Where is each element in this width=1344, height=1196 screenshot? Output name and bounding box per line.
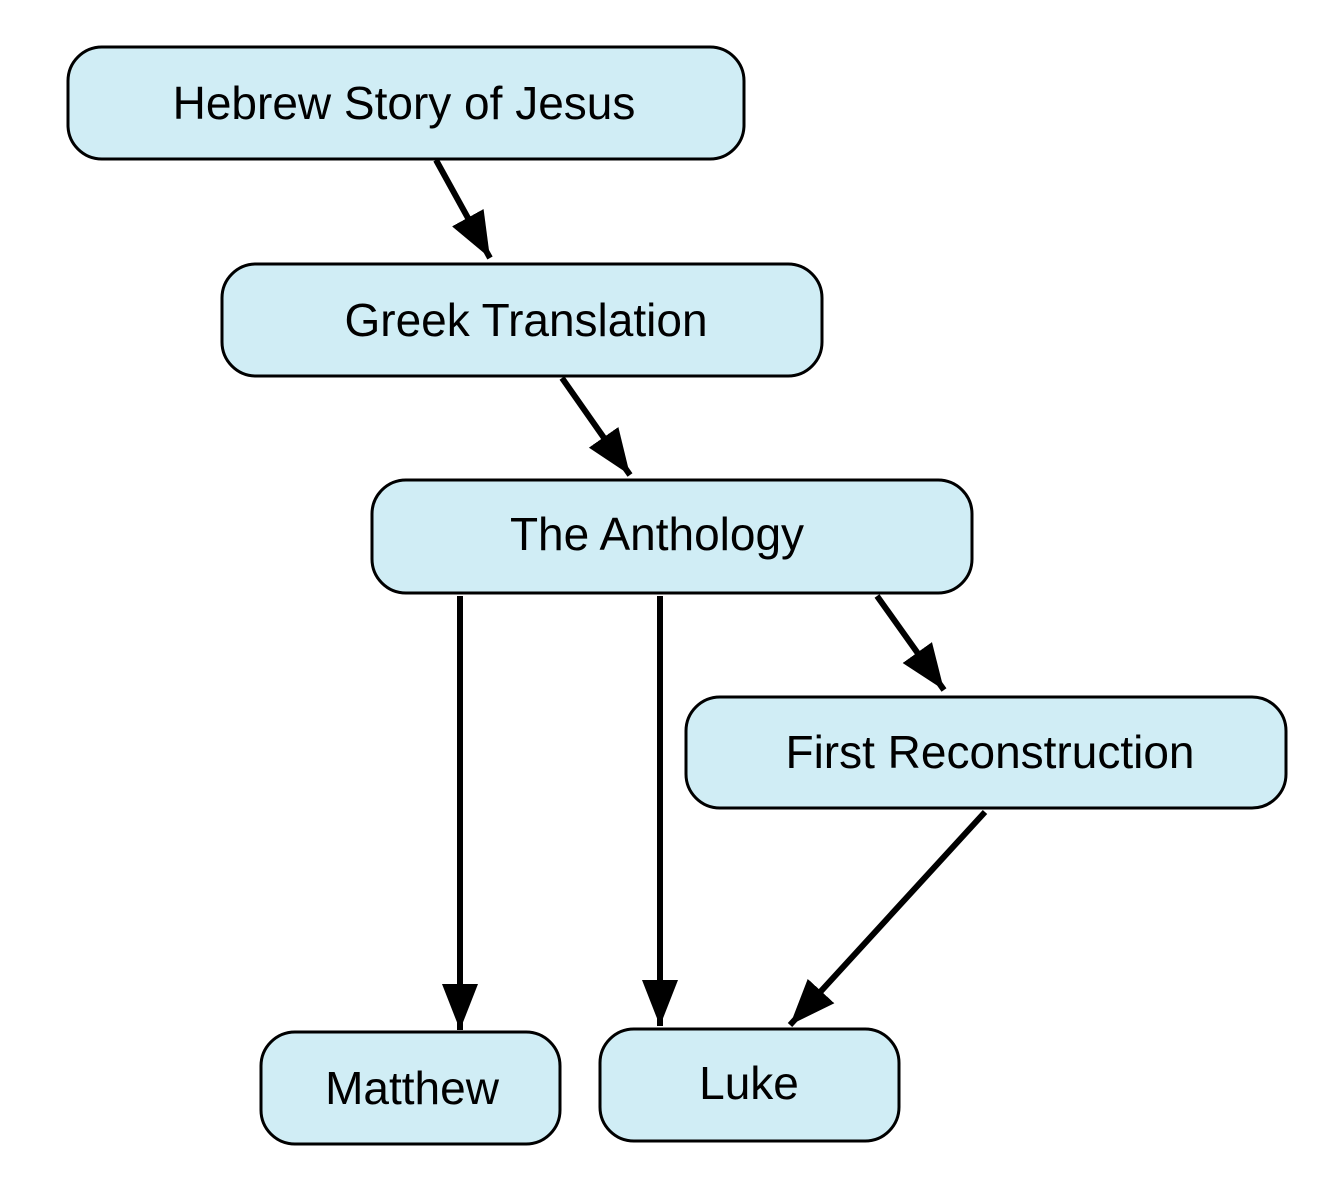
node-the-anthology: The Anthology	[370, 478, 974, 595]
node-first-reconstruction: First Reconstruction	[684, 695, 1288, 810]
node-luke: Luke	[598, 1027, 901, 1143]
node-matthew: Matthew	[259, 1030, 562, 1146]
node-hebrew-story: Hebrew Story of Jesus	[66, 45, 746, 161]
node-label: Hebrew Story of Jesus	[173, 77, 636, 129]
node-label: First Reconstruction	[785, 726, 1194, 778]
edge-greek-to-anthology	[559, 376, 633, 477]
node-greek-translation: Greek Translation	[220, 262, 824, 378]
edge-anthology-to-first-reconstruction	[874, 594, 947, 692]
node-label: Greek Translation	[344, 294, 707, 346]
node-label: The Anthology	[510, 508, 804, 560]
edge-hebrew-to-greek	[433, 158, 493, 260]
node-label: Luke	[699, 1057, 799, 1109]
edge-first-reconstruction-to-luke	[787, 809, 988, 1028]
node-label: Matthew	[325, 1062, 500, 1114]
edges	[433, 158, 988, 1030]
